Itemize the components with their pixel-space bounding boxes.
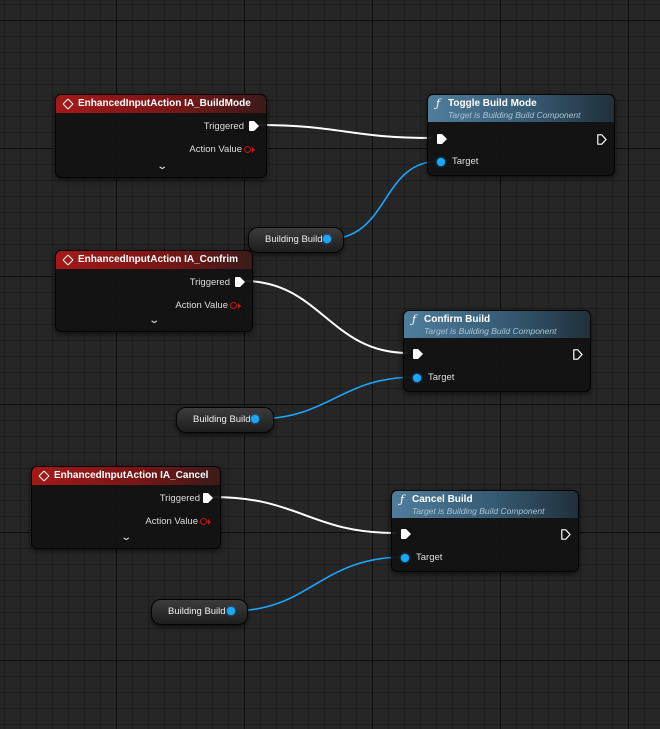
- exec-wire-cancel: [211, 496, 397, 534]
- event-diamond-icon: [38, 470, 50, 482]
- action-value-pin[interactable]: [230, 302, 237, 309]
- target-pin[interactable]: [401, 554, 409, 562]
- target-pin-label: Target: [452, 156, 479, 167]
- event-node-title: EnhancedInputAction IA_Cancel: [54, 470, 209, 481]
- triggered-pin-label: Triggered: [159, 493, 200, 504]
- event-node-header[interactable]: EnhancedInputAction IA_Confrim: [56, 251, 252, 269]
- variable-node-building-build[interactable]: Building Build: [176, 407, 274, 433]
- function-node-header[interactable]: ƒ Cancel Build Target is Building Build …: [392, 491, 578, 518]
- exec-out-pin[interactable]: [597, 134, 607, 149]
- action-value-pin-arrow: [252, 147, 255, 153]
- action-value-pin-arrow: [208, 519, 211, 525]
- target-pin[interactable]: [413, 374, 421, 382]
- function-node-header[interactable]: ƒ Toggle Build Mode Target is Building B…: [428, 95, 614, 122]
- action-value-pin[interactable]: [244, 146, 251, 153]
- event-diamond-icon: [62, 98, 74, 110]
- function-f-icon: ƒ: [436, 97, 441, 110]
- function-node-title: Cancel Build: [412, 494, 473, 505]
- variable-node-building-build[interactable]: Building Build: [248, 227, 344, 253]
- function-node-confirm-build[interactable]: ƒ Confirm Build Target is Building Build…: [403, 310, 591, 392]
- target-pin-label: Target: [428, 372, 455, 383]
- function-node-title: Confirm Build: [424, 314, 491, 325]
- exec-wire-confirm: [243, 280, 409, 354]
- exec-wire-buildmode: [257, 124, 433, 139]
- function-node-toggle-build-mode[interactable]: ƒ Toggle Build Mode Target is Building B…: [427, 94, 615, 176]
- event-node-title: EnhancedInputAction IA_BuildMode: [78, 98, 251, 109]
- event-node-title: EnhancedInputAction IA_Confrim: [78, 254, 238, 265]
- function-node-subtitle: Target is Building Build Component: [412, 506, 545, 516]
- target-wire-buildmode: [327, 160, 441, 240]
- function-node-title: Toggle Build Mode: [448, 98, 537, 109]
- chevron-down-icon[interactable]: ⌄: [148, 315, 161, 326]
- triggered-pin-label: Triggered: [189, 277, 230, 288]
- event-node-ia-confirm[interactable]: EnhancedInputAction IA_Confrim Triggered…: [55, 250, 253, 332]
- target-pin[interactable]: [437, 158, 445, 166]
- variable-label: Building Build: [193, 414, 251, 425]
- variable-output-pin[interactable]: [251, 415, 259, 423]
- variable-output-pin[interactable]: [227, 607, 235, 615]
- target-wire-cancel: [231, 556, 406, 612]
- action-value-pin-label: Action Value: [145, 516, 198, 527]
- event-diamond-icon: [62, 254, 74, 266]
- function-node-header[interactable]: ƒ Confirm Build Target is Building Build…: [404, 311, 590, 338]
- event-node-header[interactable]: EnhancedInputAction IA_Cancel: [32, 467, 220, 485]
- function-node-subtitle: Target is Building Build Component: [424, 326, 557, 336]
- action-value-pin-label: Action Value: [175, 300, 228, 311]
- action-value-pin-arrow: [238, 303, 241, 309]
- triggered-pin-label: Triggered: [203, 121, 244, 132]
- event-node-header[interactable]: EnhancedInputAction IA_BuildMode: [56, 95, 266, 113]
- exec-out-pin[interactable]: [561, 529, 571, 544]
- variable-label: Building Build: [265, 234, 323, 245]
- action-value-pin[interactable]: [200, 518, 207, 525]
- function-node-subtitle: Target is Building Build Component: [448, 110, 581, 120]
- target-wire-confirm: [255, 376, 417, 420]
- chevron-down-icon[interactable]: ⌄: [120, 532, 133, 543]
- action-value-pin-label: Action Value: [189, 144, 242, 155]
- chevron-down-icon[interactable]: ⌄: [156, 161, 169, 172]
- variable-node-building-build[interactable]: Building Build: [151, 599, 248, 625]
- target-pin-label: Target: [416, 552, 443, 563]
- function-f-icon: ƒ: [400, 493, 405, 506]
- exec-out-pin[interactable]: [573, 349, 583, 364]
- variable-label: Building Build: [168, 606, 226, 617]
- event-node-ia-cancel[interactable]: EnhancedInputAction IA_Cancel Triggered …: [31, 466, 221, 549]
- function-f-icon: ƒ: [412, 313, 417, 326]
- event-node-ia-buildmode[interactable]: EnhancedInputAction IA_BuildMode Trigger…: [55, 94, 267, 178]
- function-node-cancel-build[interactable]: ƒ Cancel Build Target is Building Build …: [391, 490, 579, 572]
- variable-output-pin[interactable]: [323, 235, 331, 243]
